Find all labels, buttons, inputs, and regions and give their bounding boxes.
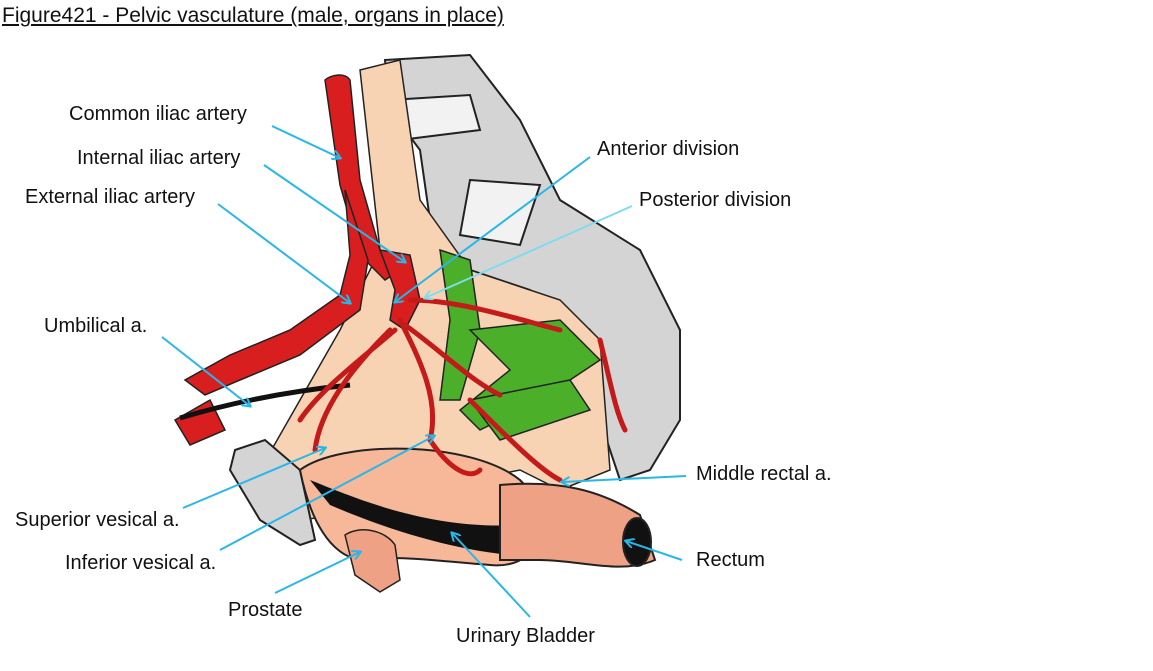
label-anterior-division: Anterior division: [597, 138, 740, 160]
label-internal-iliac-artery: Internal iliac artery: [77, 147, 241, 169]
rectum-lumen: [622, 517, 652, 567]
leader-prostate: [274, 552, 360, 594]
leader-middle-rectal: [562, 475, 687, 482]
leader-inferior-vesical: [219, 436, 434, 551]
label-superior-vesical-a: Superior vesical a.: [15, 509, 180, 531]
label-posterior-division: Posterior division: [639, 189, 792, 211]
leader-rectum: [626, 541, 683, 561]
leader-common-iliac: [271, 125, 340, 158]
bladder-lumen: [310, 480, 533, 555]
label-inferior-vesical-a: Inferior vesical a.: [65, 552, 217, 574]
label-prostate: Prostate: [228, 599, 303, 621]
label-common-iliac-artery: Common iliac artery: [69, 103, 247, 125]
leader-superior-vesical: [182, 448, 325, 509]
figure-title: Figure421 - Pelvic vasculature (male, or…: [2, 4, 504, 27]
leader-umbilical: [161, 336, 250, 406]
leader-posterior-division: [425, 205, 633, 298]
sacral-disc: [458, 178, 542, 247]
artery-branches: [297, 297, 628, 483]
label-urinary-bladder: Urinary Bladder: [456, 625, 595, 647]
leader-urinary-bladder: [452, 533, 531, 618]
pubic-bone: [228, 438, 317, 547]
leader-anterior-division: [395, 156, 591, 302]
label-external-iliac-artery: External iliac artery: [25, 186, 196, 208]
leader-internal-iliac: [263, 164, 405, 262]
label-umbilical-a: Umbilical a.: [44, 315, 148, 337]
label-rectum: Rectum: [696, 549, 765, 571]
prostate: [344, 529, 401, 593]
external-iliac-artery: [183, 189, 369, 396]
label-middle-rectal-a: Middle rectal a.: [696, 463, 832, 485]
leader-external-iliac: [217, 203, 350, 303]
leader-lines: [161, 125, 687, 618]
common-iliac-artery: [324, 74, 402, 281]
